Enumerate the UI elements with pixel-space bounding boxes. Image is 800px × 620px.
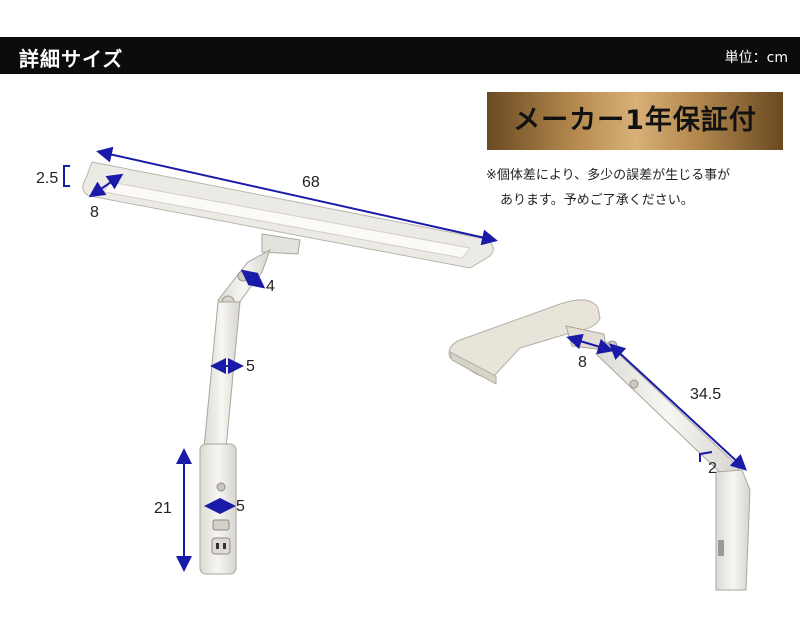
warranty-badge: メーカー1年保証付 xyxy=(487,92,783,150)
dimension-lines xyxy=(63,146,747,572)
disclaimer-note: ※個体差により、多少の誤差が生じる事が あります。予めご了承ください。 xyxy=(486,163,786,213)
section-title: 詳細サイズ xyxy=(19,47,124,71)
dim-joint-width: 4 xyxy=(266,278,275,295)
dim-base-height: 21 xyxy=(154,500,172,517)
disclaimer-line-1: ※個体差により、多少の誤差が生じる事が xyxy=(486,168,731,183)
dim-head-depth: 8 xyxy=(90,204,99,221)
dim-arm-width: 5 xyxy=(246,358,255,375)
dim-side-head-depth: 8 xyxy=(578,354,587,371)
dim-line-side-depth xyxy=(566,333,614,355)
section-header: 詳細サイズ 単位：cm xyxy=(0,37,800,74)
dim-line-side-arm xyxy=(609,343,747,471)
dim-bracket-side-base xyxy=(699,451,713,462)
dim-line-length xyxy=(96,146,498,246)
dim-side-base-depth: 2 xyxy=(708,460,717,477)
unit-label: 単位：cm xyxy=(724,50,788,66)
front-lamp xyxy=(82,161,494,575)
dim-base-width: 5 xyxy=(236,498,245,515)
dim-side-arm-length: 34.5 xyxy=(690,386,722,403)
dim-bracket-height xyxy=(63,165,70,187)
side-lamp xyxy=(448,299,751,591)
dim-head-length: 68 xyxy=(302,174,320,191)
dim-head-height: 2.5 xyxy=(36,170,59,187)
dim-line-joint xyxy=(240,269,266,289)
disclaimer-line-2: あります。予めご了承ください。 xyxy=(500,193,694,208)
dim-line-depth xyxy=(88,173,124,198)
